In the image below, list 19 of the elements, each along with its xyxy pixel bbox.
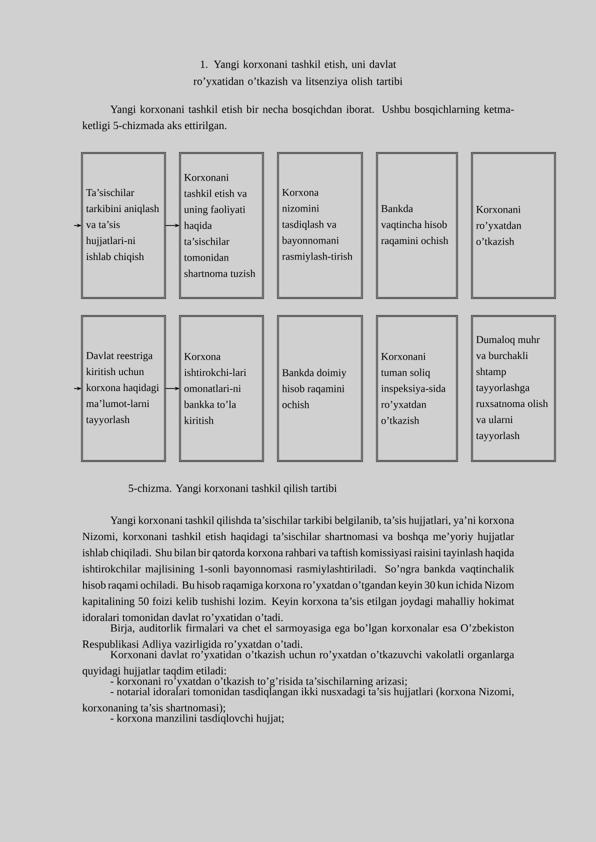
process-box: Korxonani tuman soliq inspeksiya-sida ro’yxatdan o’tkazish (376, 315, 458, 462)
list-item: - korxona manzilini tasdiqlovchi hujjat; (110, 714, 284, 724)
process-box: Korxonani ro’yxatdan o’tkazish (471, 152, 556, 299)
heading: 1. Yangi korxonani tashkil etish, uni davlat ro’yxatidan o’tkazish va litsenziya olish tartibi (194, 60, 402, 88)
paragraph: Birja, auditorlik firmalari va chet el sarmoyasiga ega bo’lgan korxonalar esa O’zbekiston Respublikasi Adliya vazirligida ro’yxatdan o’tadi. (82, 624, 514, 650)
process-box: Korxona ishtirokchi-lari omonatlari-ni bankka to’la kiritish (179, 315, 264, 462)
process-box: Bankda vaqtincha hisob raqamini ochish (376, 152, 458, 299)
paragraph: Yangi korxonani tashkil etish bir necha bosqichdan iborat. Ushbu bosqichlarning ketma-ketligi 5-chizmada aks ettirilgan. (82, 105, 514, 132)
paragraph: Yangi korxonani tashkil qilishda ta’sischilar tarkibi belgilanib, ta’sis hujjatlari, ya’ni korxona Nizomi, korxonani tashkil etish haqidagi ta’sischilar shartnomasi va boshqa me’yoriy hujjatlar ishlab chiqiladi. Shu bilan bir qatorda korxona rahbari va taftish komissiyasi raisini tayinlash haqida ishtirokchilar majlisining 1-sonli bayonnomasi rasmiylashtiriladi. So’ngra bankda vaqtinchalik hisob raqami ochiladi. Bu hisob raqamiga korxona ro’yxatdan o’tgandan keyin 30 kun ichida Nizom kapitalining 50 foizi kelib tushishi lozim. Keyin korxona ta’sis etilgan joydagi mahalliy hokimat idoralari tomonidan davlat ro’yxatidan o’tadi. (82, 516, 514, 624)
process-box: Dumaloq muhr va burchakli shtamp tayyorlashga ruxsatnoma olish va ularni tayyorlash (471, 315, 556, 462)
process-box: Korxonani tashkil etish va uning faoliyati haqida ta’sischilar tomonidan shartnoma tuzish (179, 152, 264, 299)
process-box: Ta’sischilar tarkibini aniqlash va ta’sis hujjatlari-ni ishlab chiqish (81, 152, 166, 299)
paragraph: Korxonani davlat ro’yxatidan o’tkazish uchun ro’yxatdan o’tkazuvchi vakolatli organlarga quyidagi hujjatlar taqdim etiladi: (82, 650, 514, 677)
process-box: Korxona nizomini tasdiqlash va bayonnomani rasmiylash-tirish (277, 152, 363, 299)
process-box: Davlat reestriga kiritish uchun korxona haqidagi ma’lumot-larni tayyorlash (81, 315, 166, 462)
list-item: - notarial idoralari tomonidan tasdiqlangan ikki nusxadagi ta’sis hujjatlari (korxona Nizomi, korxonaning ta’sis shartnomasi); (82, 688, 514, 714)
list-item: - korxonani ro’yxatdan o’tkazish to’g’risida ta’sischilarning arizasi; (110, 677, 407, 688)
caption: 5-chizma. Yangi korxonani tashkil qilish tartibi (128, 484, 337, 494)
process-box: Bankda doimiy hisob raqamini ochish (277, 315, 363, 462)
